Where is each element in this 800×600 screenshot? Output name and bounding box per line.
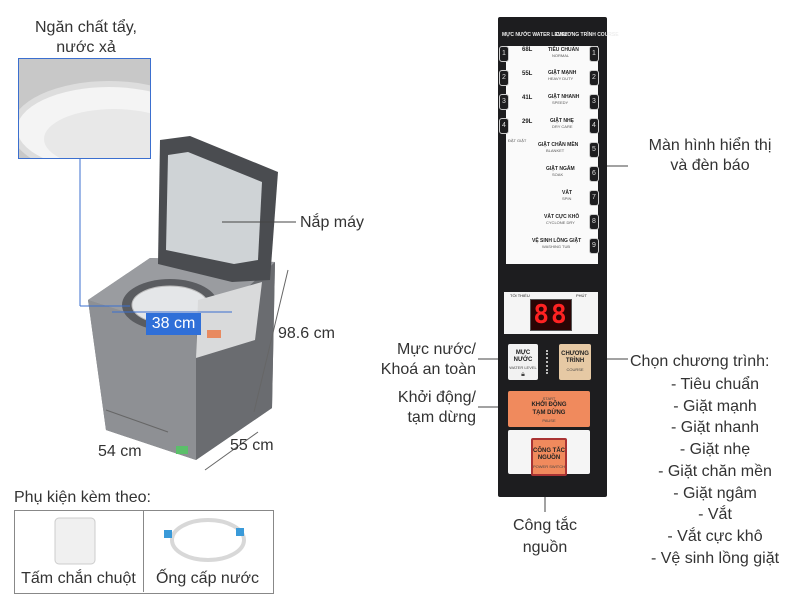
water-hose-image [170, 518, 246, 562]
program-name-4: GIẶT NHẸ [550, 118, 574, 124]
mouse-guard-image [54, 517, 96, 565]
accessories-box [14, 510, 274, 594]
program-number-3: 3 [589, 94, 599, 110]
program-item: - Vắt cực khô [667, 527, 763, 545]
program-number-6: 6 [589, 166, 599, 182]
water-level-29: 29L [522, 119, 533, 125]
energy-badge [176, 446, 188, 454]
remain-unit: PHÚT [576, 293, 587, 298]
water-level-3: 3 [499, 94, 509, 110]
program-list-title: Chọn chương trình: [630, 353, 770, 370]
program-number-2: 2 [589, 70, 599, 86]
width-dim-line [105, 409, 169, 433]
program-number-5: 5 [589, 142, 599, 158]
program-header: CHƯƠNG TRÌNH COURSE [556, 32, 619, 38]
water-lock-label: Mực nước/ Khoá an toàn [380, 341, 476, 378]
inner-diameter-label: 38 cm [146, 313, 201, 335]
soak-note: ĐẶT GIẶT [508, 138, 527, 143]
program-name-7: VẮT [562, 190, 572, 196]
program-item: - Vệ sinh lồng giặt [650, 549, 780, 567]
accessory-mouse-guard: Tấm chắn chuột [21, 570, 136, 587]
lid-label: Nắp máy [300, 214, 365, 231]
program-list: - Tiêu chuẩn - Giặt mạnh - Giặt nhanh - … [640, 374, 790, 569]
indicator-dots [546, 350, 551, 374]
program-name-2: GIẶT MẠNH [548, 70, 577, 76]
program-item: - Giặt ngâm [673, 484, 757, 502]
water-level-68: 68L [522, 47, 533, 53]
power-button[interactable]: CÔNG TẮC NGUỒN POWER SWITCH [531, 438, 567, 476]
program-number-4: 4 [589, 118, 599, 134]
washer-front-panel [88, 300, 196, 460]
remain-label: TỔI THIỂU [510, 293, 530, 298]
accessories-title: Phụ kiện kèm theo: [14, 489, 151, 506]
program-number-8: 8 [589, 214, 599, 230]
water-level-41: 41L [522, 95, 533, 101]
program-item: - Giặt chăn mền [658, 462, 772, 480]
program-name-1: TIÊU CHUẨN [548, 47, 579, 53]
program-number-9: 9 [589, 238, 599, 254]
accessory-water-hose: Ống cấp nước [155, 570, 260, 587]
program-name-8: VẮT CỰC KHÔ [544, 214, 580, 220]
program-name-9: VỆ SINH LỒNG GIẶT [532, 238, 582, 244]
display-screen: 1 2 3 4 68L 55L 41L 29L ĐẶT GIẶT TIÊU CH… [499, 46, 599, 264]
time-digits: 88 [530, 299, 572, 331]
power-switch-label: Công tắc nguồn [512, 517, 578, 556]
program-number-1: 1 [589, 46, 599, 62]
start-pause-label: Khởi động/ tạm dừng [397, 389, 476, 426]
control-strip [196, 282, 262, 358]
water-level-header: MỰC NƯỚC WATER LEVEL [502, 32, 568, 38]
water-level-4: 4 [499, 118, 509, 134]
detergent-tray-label: Ngăn chất tẩy, nước xả [35, 19, 137, 56]
program-number-7: 7 [589, 190, 599, 206]
height-dim-line [253, 269, 289, 413]
program-name-6: GIẶT NGÂM [546, 166, 575, 172]
height-label: 98.6 cm [278, 325, 335, 342]
width-label: 54 cm [98, 443, 142, 460]
program-item: - Giặt nhẹ [679, 441, 751, 459]
program-item: - Tiêu chuẩn [670, 376, 760, 393]
depth-dim-line [204, 431, 259, 471]
program-item: - Giặt nhanh [670, 419, 760, 437]
start-button-photo [207, 330, 221, 338]
program-name-5: GIẶT CHĂN MỀN [538, 142, 579, 148]
detergent-tray-inset [18, 58, 151, 159]
lid-glass [166, 152, 262, 264]
program-item: - Vắt [698, 506, 732, 524]
water-level-button[interactable]: MỰC NƯỚC WATER LEVEL 🔒︎ [508, 344, 538, 380]
program-name-3: GIẶT NHANH [548, 94, 580, 100]
water-level-2: 2 [499, 70, 509, 86]
program-item: - Giặt mạnh [673, 397, 757, 415]
course-button[interactable]: CHƯƠNG TRÌNH COURSE [559, 344, 591, 380]
lock-icon: 🔒︎ [521, 371, 525, 378]
display-label: Màn hình hiển thị và đèn báo [648, 137, 772, 174]
depth-label: 55 cm [230, 437, 274, 454]
start-pause-button[interactable]: START KHỞI ĐỘNG TẠM DỪNG PAUSE [508, 391, 590, 427]
water-level-1: 1 [499, 46, 509, 62]
water-level-55: 55L [522, 71, 533, 77]
